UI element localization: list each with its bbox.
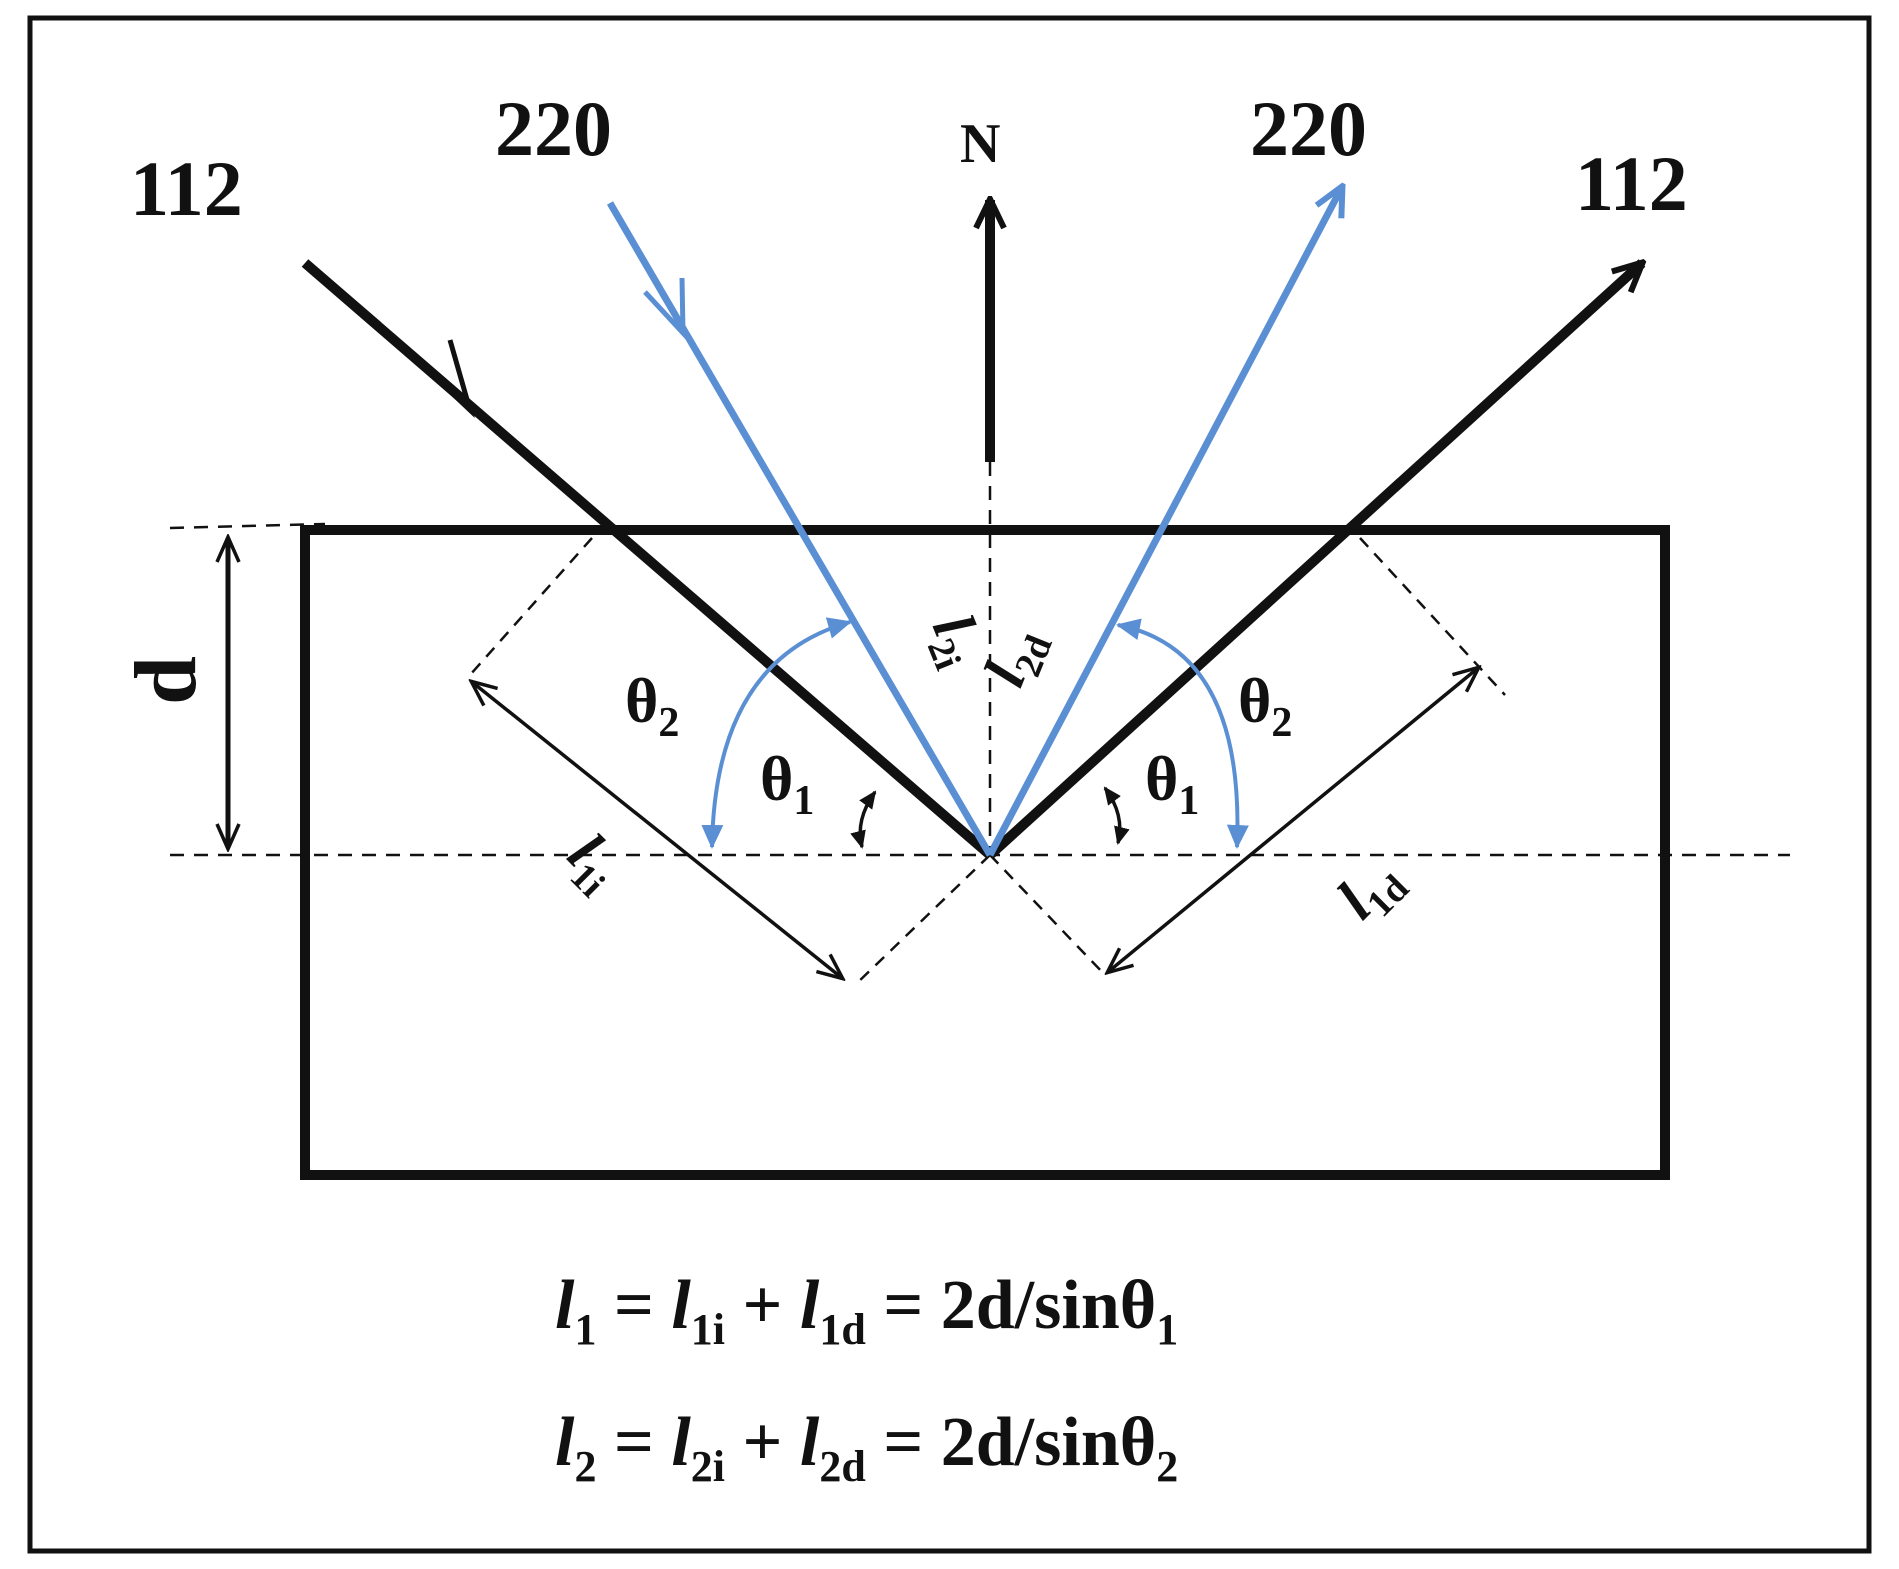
diffracted-beam-220 <box>986 187 1342 857</box>
l2d-label: l2d <box>971 617 1061 697</box>
incident-beam-220-arrowhead <box>643 277 686 340</box>
incident-220-label: 220 <box>495 85 612 172</box>
incident-beam-112 <box>301 259 994 859</box>
outer-frame <box>27 15 1872 1554</box>
theta2-left-label: θ2 <box>625 665 679 746</box>
sample-block <box>300 525 1670 1180</box>
incident-112-label: 112 <box>130 145 243 232</box>
construction-dashed-left-top <box>469 537 593 676</box>
l1i-label: l1i <box>550 821 635 906</box>
l1i-length-arrow <box>472 682 842 978</box>
equation-l1: l1 = l1i + l1d = 2d/sinθ1 <box>555 1267 1178 1354</box>
depth-d-label: d <box>118 656 215 705</box>
theta1-arc-left <box>850 790 877 849</box>
construction-dashed-right-bottom <box>989 854 1106 976</box>
surface-reference-dashed-line <box>169 522 326 530</box>
diffracted-220-label: 220 <box>1250 85 1367 172</box>
theta1-arc-right <box>1103 786 1130 845</box>
theta2-right-label: θ2 <box>1238 665 1292 746</box>
theta2-arc-left <box>701 617 852 849</box>
equation-l2: l2 = l2i + l2d = 2d/sinθ2 <box>555 1404 1178 1491</box>
l1d-length-arrow <box>1108 668 1478 972</box>
diffracted-beam-112 <box>986 263 1642 859</box>
normal-n-label: N <box>960 113 1000 175</box>
theta1-left-label: θ1 <box>760 743 814 824</box>
incident-beam-220 <box>606 201 994 857</box>
incident-beam-112-arrowhead <box>415 339 475 419</box>
diffracted-112-label: 112 <box>1575 140 1688 227</box>
theta1-right-label: θ1 <box>1145 743 1199 824</box>
theta2-arc-right <box>1116 618 1249 849</box>
construction-dashed-left-bottom <box>854 854 991 986</box>
l1d-label: l1d <box>1325 844 1417 936</box>
construction-dashed-right-top <box>1359 537 1506 696</box>
